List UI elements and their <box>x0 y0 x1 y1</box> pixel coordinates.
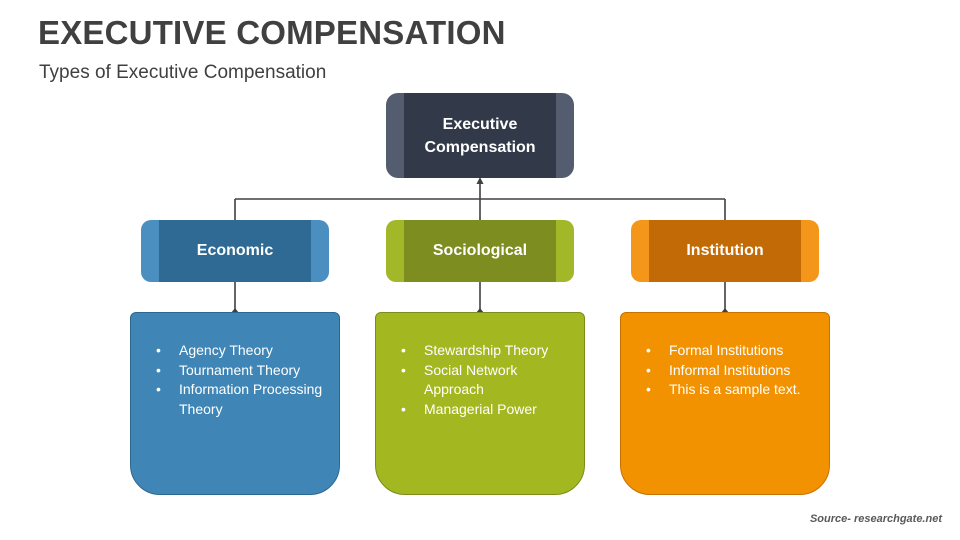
root-label-line1: Executive <box>442 115 518 133</box>
bullet-icon: • <box>646 342 651 358</box>
bullet-icon: • <box>646 361 651 378</box>
sociological-details-box: •Stewardship Theory •Social Network Appr… <box>375 312 585 495</box>
root-node: Executive Compensation <box>386 93 574 178</box>
bullet-icon: • <box>156 361 161 378</box>
list-item: •This is a sample text. <box>646 380 821 400</box>
category-label: Economic <box>159 220 311 282</box>
economic-list: •Agency Theory •Tournament Theory •Infor… <box>156 341 331 419</box>
list-item: •Tournament Theory <box>156 361 331 381</box>
root-node-label: Executive Compensation <box>404 93 556 178</box>
list-item: •Information Processing Theory <box>156 381 323 417</box>
institution-details-box: •Formal Institutions •Informal Instituti… <box>620 312 830 495</box>
bullet-icon: • <box>156 342 161 358</box>
category-economic: Economic <box>141 220 329 282</box>
list-item: •Social Network Approach <box>401 361 518 398</box>
bullet-icon: • <box>401 361 406 378</box>
sociological-list: •Stewardship Theory •Social Network Appr… <box>401 341 576 419</box>
list-item: •Agency Theory <box>156 341 331 361</box>
page-title: EXECUTIVE COMPENSATION <box>38 14 506 51</box>
source-citation: Source- researchgate.net <box>809 513 942 525</box>
category-institution: Institution <box>631 220 819 282</box>
list-item: •Managerial Power <box>401 400 576 420</box>
category-label: Sociological <box>404 220 556 282</box>
category-label: Institution <box>649 220 801 282</box>
list-item: •Formal Institutions <box>646 341 821 361</box>
page-subtitle: Types of Executive Compensation <box>39 62 327 83</box>
bullet-icon: • <box>646 381 651 397</box>
list-item: •Stewardship Theory <box>401 341 576 361</box>
list-item: •Informal Institutions <box>646 361 821 381</box>
institution-list: •Formal Institutions •Informal Instituti… <box>646 341 821 400</box>
category-sociological: Sociological <box>386 220 574 282</box>
bullet-icon: • <box>156 381 161 397</box>
root-label-line2: Compensation <box>424 138 536 156</box>
arrowhead-icon <box>476 177 484 184</box>
economic-details-box: •Agency Theory •Tournament Theory •Infor… <box>130 312 340 495</box>
bullet-icon: • <box>401 400 406 417</box>
bullet-icon: • <box>401 342 406 358</box>
